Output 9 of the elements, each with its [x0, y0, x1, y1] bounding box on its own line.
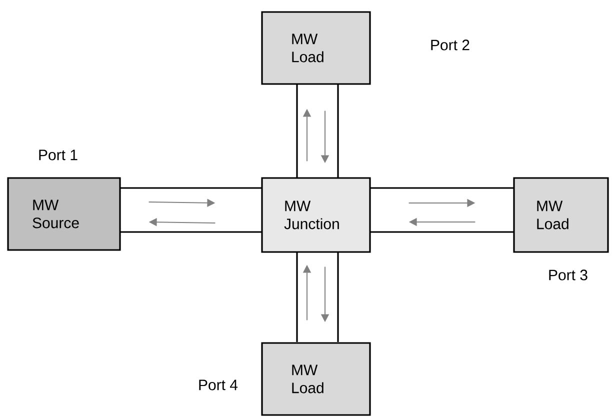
port-label: Port 2: [431, 40, 470, 50]
load-box: MW Load: [513, 177, 609, 253]
junction-box: MW Junction: [261, 177, 371, 253]
port-label: Port 3: [549, 270, 588, 280]
source-box: MW Source: [7, 177, 121, 251]
port-label: Port 1: [39, 150, 78, 160]
load-box: MW Load: [261, 342, 371, 416]
load-box: MW Load: [261, 11, 371, 85]
port-label: Port 4: [199, 380, 238, 390]
